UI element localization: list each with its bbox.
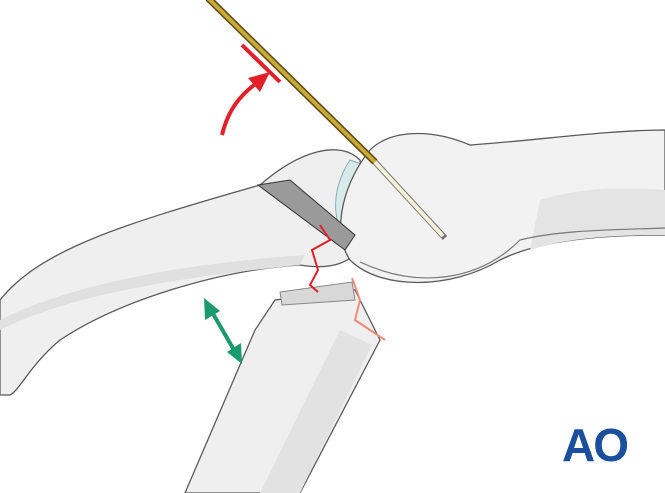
motion-arrowhead-top: [204, 298, 220, 320]
rotation-arrow: [220, 80, 260, 136]
fracture-fragment-lower: [279, 281, 356, 306]
rotation-arrowhead: [248, 72, 270, 92]
fracture-line-upper: [308, 224, 332, 293]
proximal-bone-shading: [0, 255, 305, 330]
angle-marker: [240, 43, 282, 84]
lower-bone-shading: [260, 330, 372, 493]
lower-bone: [184, 289, 381, 493]
ao-logo: AO: [562, 419, 629, 471]
motion-arrow-shaft: [210, 310, 236, 352]
fracture-fragment-upper: [256, 179, 356, 251]
kirschner-wire-inside-core: [373, 160, 445, 238]
tendon: [359, 227, 665, 279]
distal-bone-shading: [530, 188, 665, 250]
motion-arrowhead-bottom: [227, 343, 242, 364]
fracture-line-lower: [351, 277, 386, 341]
kirschner-wire-core: [207, 0, 377, 164]
